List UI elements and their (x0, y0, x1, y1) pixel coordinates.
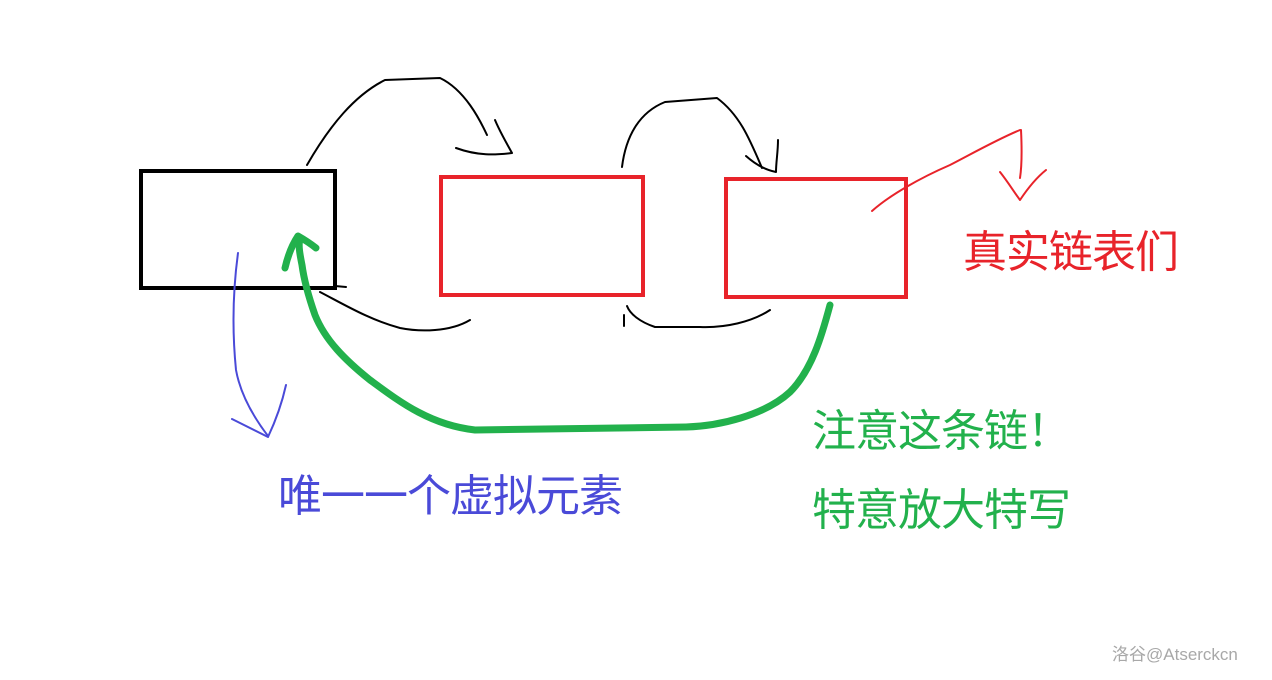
real-chain-pointer-head (999, 129, 1047, 201)
circular-link-head (281, 232, 320, 272)
link-arrow-virtual-to-real1 (306, 77, 488, 166)
circular-link (295, 234, 834, 434)
real-node-box-2 (724, 177, 908, 299)
link-arrow-virtual-to-real1-head (455, 119, 513, 156)
link-arrow-real1-to-real2 (621, 97, 763, 169)
real-chain-label: 真实链表们 (963, 227, 1179, 278)
virtual-node-box (139, 169, 337, 290)
link-arrow-real1-to-virtual (319, 285, 471, 332)
watermark: 洛谷@Atserckcn (1112, 645, 1238, 664)
real-chain-pointer (871, 129, 1021, 212)
attention-label: 注意这条链！ (812, 406, 1071, 457)
link-arrow-real2-to-real1 (623, 305, 771, 329)
virtual-pointer (232, 252, 269, 437)
zoom-label: 特意放大特写 (812, 485, 1071, 536)
virtual-element-label: 唯一一个虚拟元素 (278, 471, 623, 522)
link-arrow-real1-to-real2-head (745, 139, 779, 173)
virtual-pointer-head (231, 384, 287, 438)
real-node-box-1 (439, 175, 645, 297)
